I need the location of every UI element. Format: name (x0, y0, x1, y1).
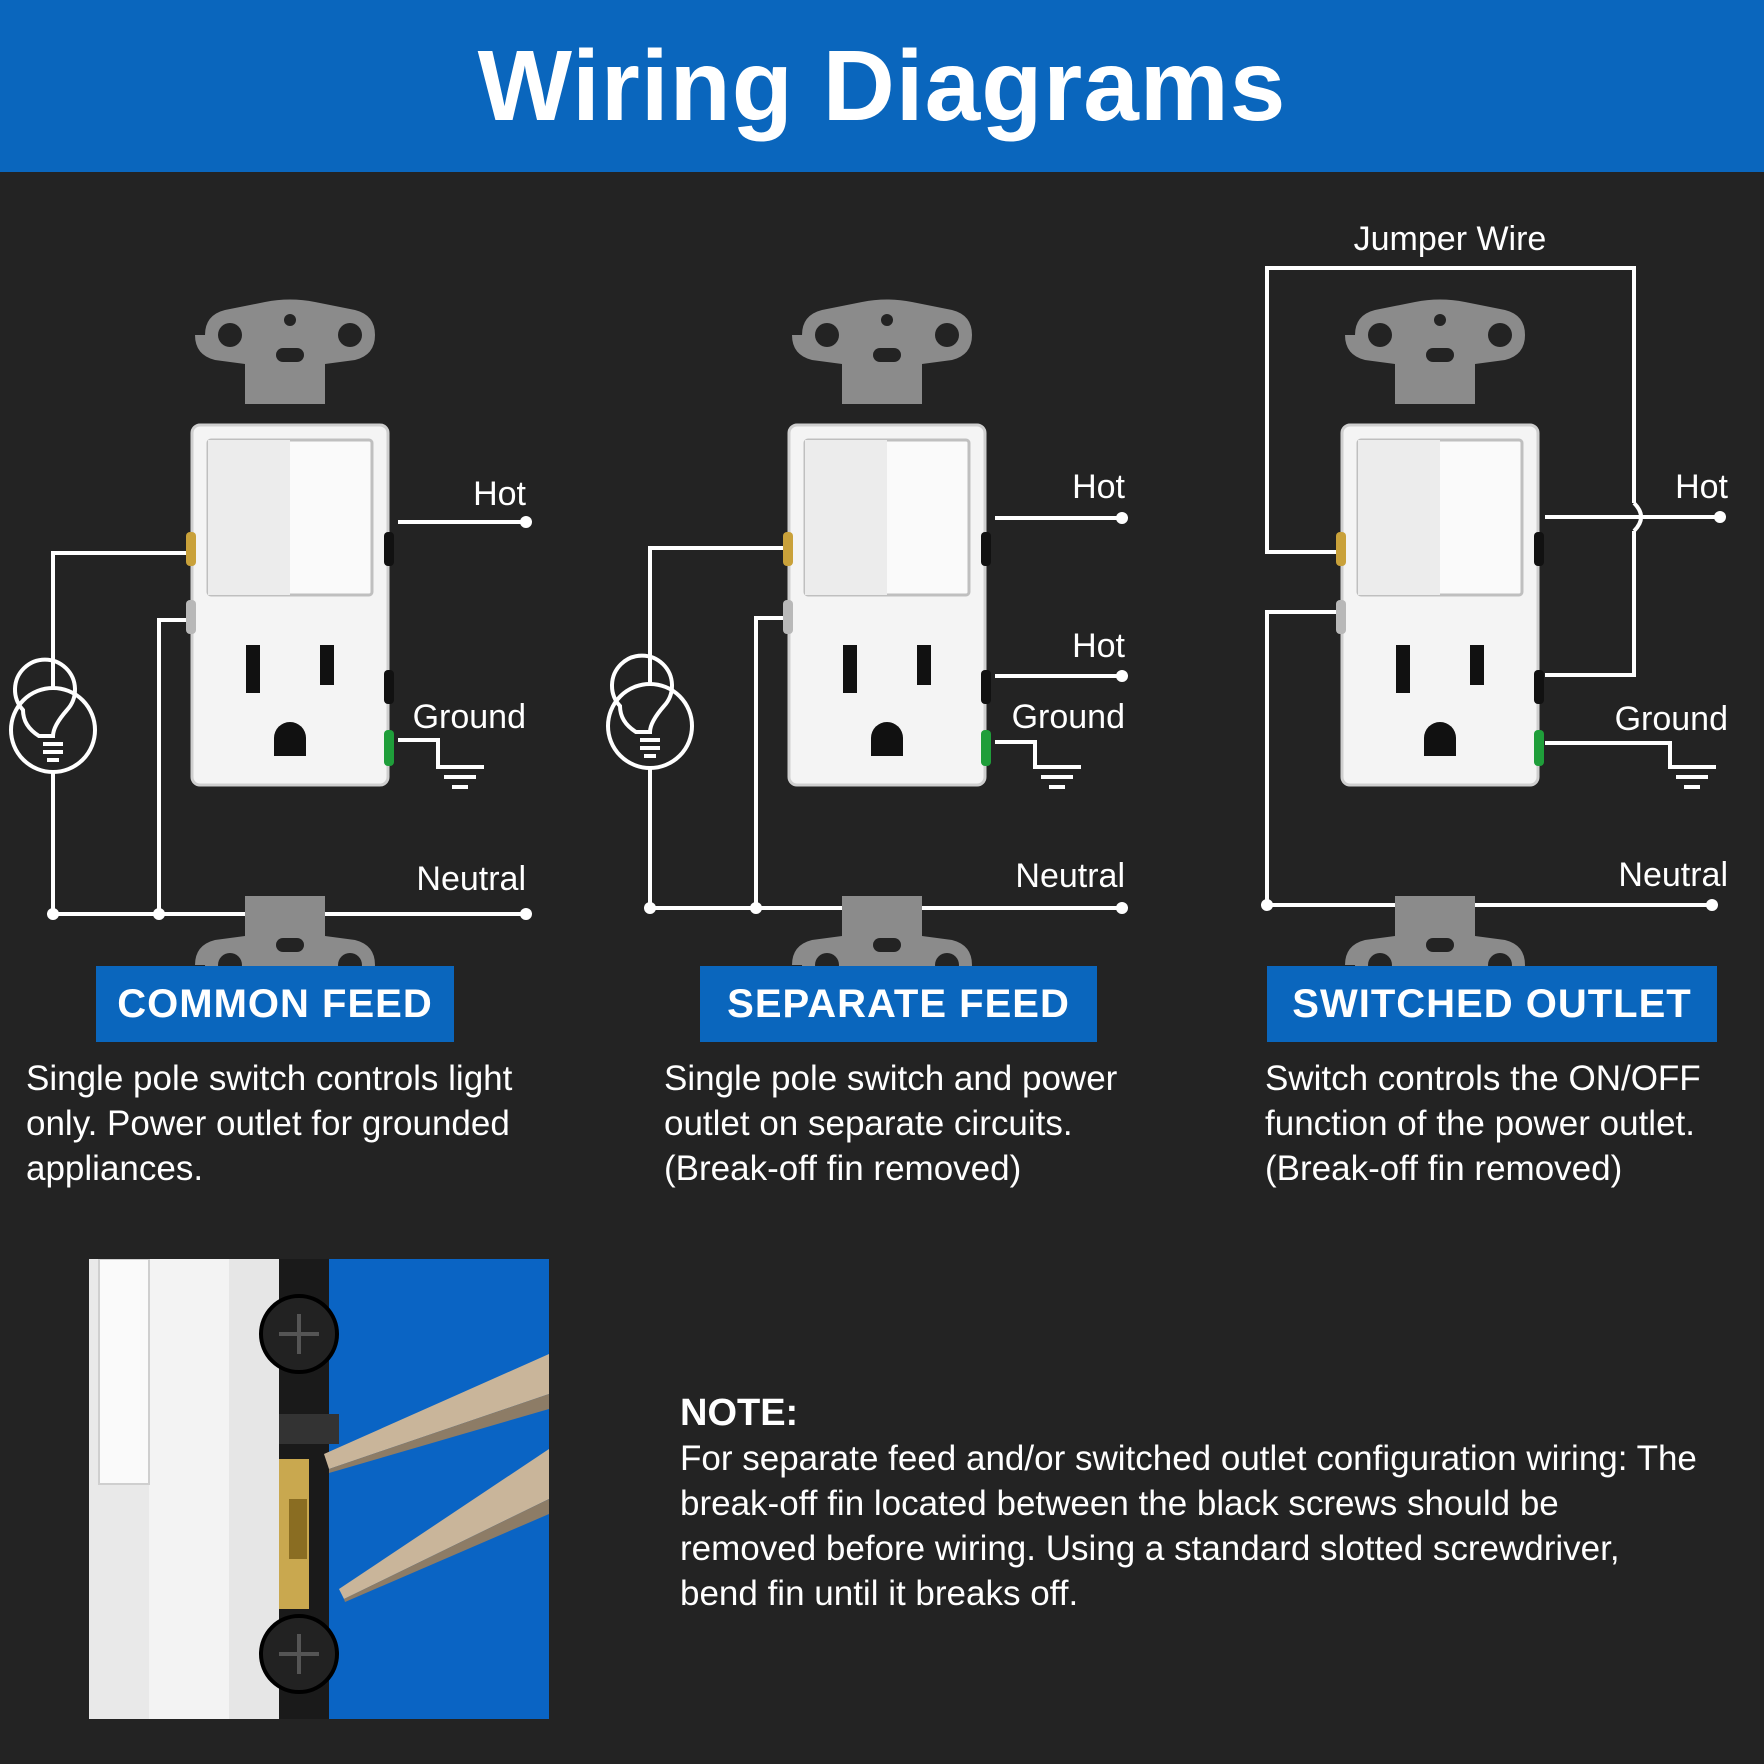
note-block: NOTE: For separate feed and/or switched … (680, 1390, 1700, 1616)
neutral-label: Neutral (1618, 856, 1728, 894)
switched-outlet-diagram: Jumper Wire Hot Ground Neutral (1261, 220, 1729, 1001)
neutral-label: Neutral (416, 860, 526, 898)
note-body: For separate feed and/or switched outlet… (680, 1439, 1697, 1613)
common-feed-diagram: Hot Ground Neutral (9, 300, 532, 1001)
hot-label: Hot (1675, 468, 1728, 506)
header-banner: Wiring Diagrams (0, 0, 1764, 172)
badge-separate-feed: SEPARATE FEED (700, 966, 1097, 1042)
hot-label: Hot (1072, 468, 1125, 506)
hot-label: Hot (473, 475, 526, 513)
combo-device-3 (1336, 300, 1544, 1001)
page-title: Wiring Diagrams (477, 29, 1287, 142)
combo-device-1 (186, 300, 394, 1001)
ground-label: Ground (1615, 700, 1728, 738)
badge-common-feed: COMMON FEED (96, 966, 454, 1042)
combo-device-2 (783, 300, 991, 1001)
desc-common-feed: Single pole switch controls light only. … (26, 1059, 513, 1188)
desc-switched-outlet: Switch controls the ON/OFF function of t… (1265, 1059, 1701, 1188)
separate-feed-diagram: Hot Hot Ground Neutral (606, 300, 1128, 1001)
jumper-wire-label: Jumper Wire (1354, 220, 1547, 258)
desc-separate-feed: Single pole switch and power outlet on s… (664, 1059, 1118, 1188)
badge-switched-outlet: SWITCHED OUTLET (1267, 966, 1717, 1042)
pliers-photo (89, 1259, 549, 1719)
ground-symbol-icon (434, 765, 486, 789)
ground-symbol-icon (1666, 765, 1718, 789)
ground-label: Ground (1012, 698, 1125, 736)
neutral-label: Neutral (1015, 857, 1125, 895)
ground-label: Ground (413, 698, 526, 736)
note-title: NOTE: (680, 1392, 799, 1434)
ground-symbol-icon (1031, 765, 1083, 789)
hot-label-2: Hot (1072, 627, 1125, 665)
